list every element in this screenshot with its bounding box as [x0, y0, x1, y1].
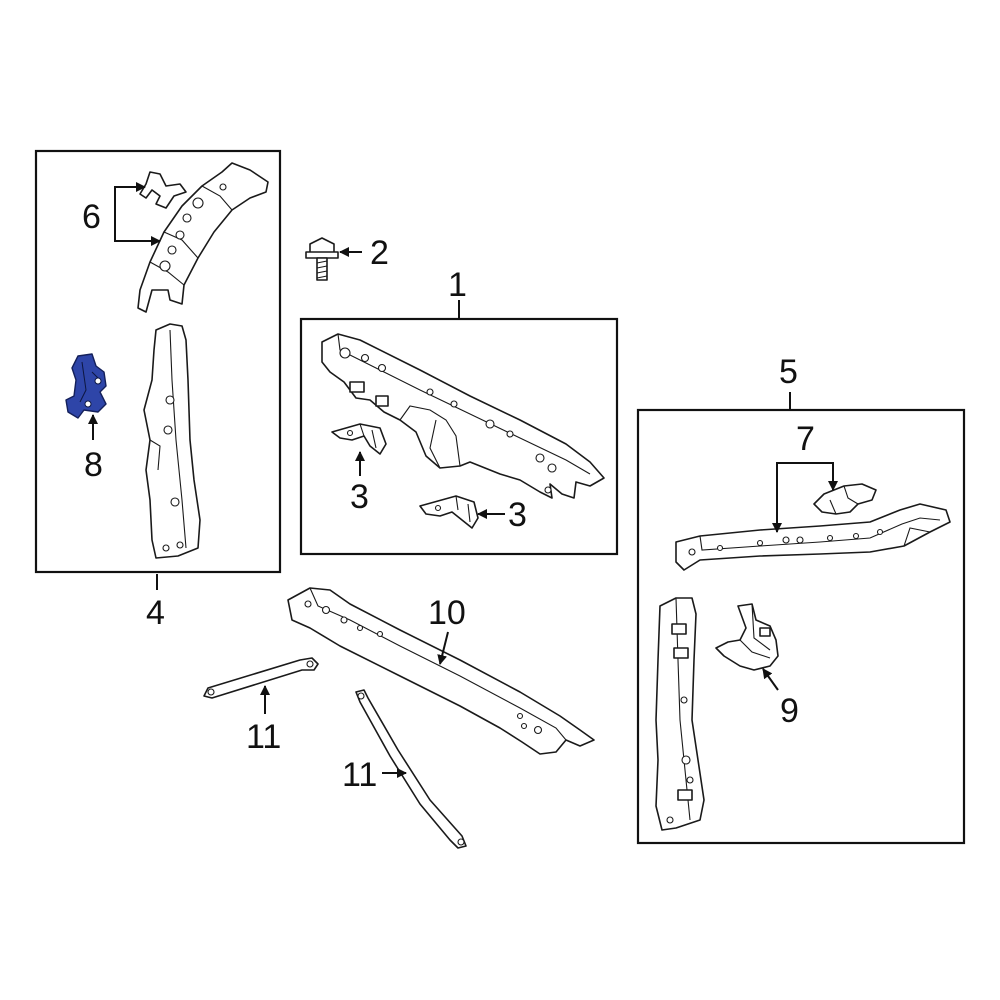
- assembly-box-1: [299, 317, 619, 556]
- callout-9: 9: [780, 692, 799, 730]
- callout-11-left: 11: [246, 718, 281, 756]
- part-11-brace-right[interactable]: [355, 689, 467, 849]
- part-5-right-vertical-support[interactable]: [655, 597, 705, 831]
- callout-7: 7: [796, 420, 815, 458]
- part-6-clip[interactable]: [139, 171, 187, 209]
- callout-1: 1: [448, 266, 467, 304]
- callout-3-right: 3: [508, 496, 527, 534]
- callout-10: 10: [428, 594, 466, 632]
- callout-8: 8: [84, 446, 103, 484]
- part-7-upper-side-member-right[interactable]: [675, 503, 951, 571]
- part-7-clip[interactable]: [813, 483, 877, 515]
- part-2-bolt[interactable]: [305, 237, 339, 281]
- part-3-bracket-left[interactable]: [331, 423, 387, 455]
- callout-4: 4: [146, 594, 165, 632]
- part-6-upper-side-member[interactable]: [137, 162, 269, 313]
- part-11-brace-left[interactable]: [203, 657, 319, 699]
- part-10-lower-tie-bar[interactable]: [287, 587, 595, 755]
- callout-6: 6: [82, 198, 101, 236]
- part-1-upper-tie-bar[interactable]: [321, 333, 605, 499]
- part-3-bracket-right[interactable]: [419, 495, 479, 529]
- assembly-box-4: [34, 149, 282, 574]
- assembly-box-5: [636, 408, 966, 845]
- callout-11-right: 11: [342, 756, 377, 794]
- part-4-left-vertical-support[interactable]: [143, 323, 201, 559]
- part-9-bracket[interactable]: [715, 603, 779, 671]
- callout-2: 2: [370, 234, 389, 272]
- callout-5: 5: [779, 353, 798, 391]
- callout-3-left: 3: [350, 478, 369, 516]
- part-8-bracket-highlighted[interactable]: [65, 353, 107, 419]
